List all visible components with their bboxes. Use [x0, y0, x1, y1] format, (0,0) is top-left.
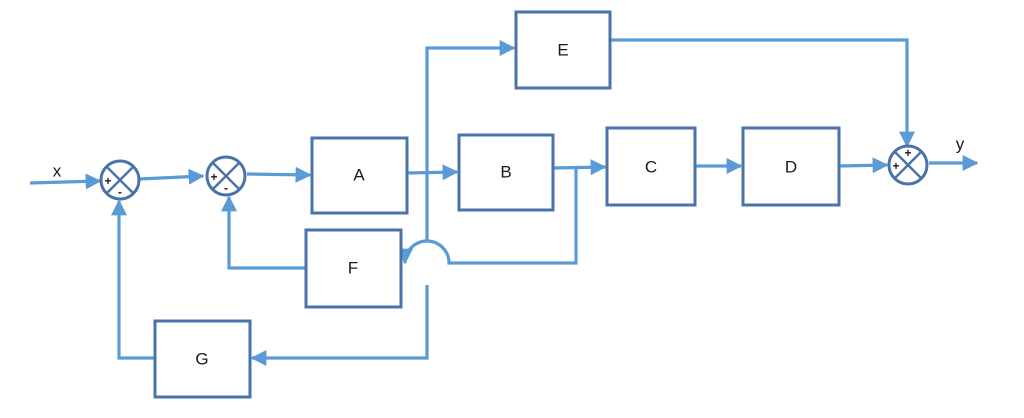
wire-input-to-s1 [29, 173, 102, 190]
block-f-label: F [348, 259, 358, 278]
input-label: x [53, 162, 62, 181]
wire-s1-to-s2 [139, 168, 205, 185]
block-f: F [304, 228, 403, 309]
summing-junction-1: + - [99, 159, 141, 201]
sj3-sign-top: + [904, 146, 911, 160]
wire-f-to-s2 [221, 195, 306, 270]
wire-b-to-c [552, 159, 607, 176]
summing-junction-3: + + [887, 144, 929, 186]
block-b-label: B [500, 163, 511, 182]
wire-s2-to-a [246, 166, 312, 183]
block-g-label: G [195, 350, 208, 369]
summing-junction-2: + - [205, 155, 247, 197]
block-b: B [457, 133, 555, 212]
wire-branch-to-f [397, 168, 578, 265]
wire-e-to-s3 [610, 38, 915, 148]
block-e: E [514, 10, 612, 90]
sj1-sign-left: + [104, 174, 111, 188]
block-g: G [153, 319, 252, 399]
block-d-label: D [785, 158, 797, 177]
block-c-label: C [645, 158, 657, 177]
wire-a-to-b [406, 164, 459, 181]
sj2-sign-bottom: - [224, 181, 228, 195]
wire-d-to-s3 [838, 157, 889, 174]
wire-g-to-s1 [111, 199, 155, 360]
block-c: C [605, 126, 697, 207]
sj1-sign-bottom: - [118, 185, 122, 199]
block-d: D [741, 126, 841, 207]
wire-branch-to-e [425, 40, 516, 173]
sj3-sign-left: + [892, 159, 899, 173]
output-label: y [956, 135, 965, 154]
block-a-label: A [353, 166, 365, 185]
block-e-label: E [557, 41, 568, 60]
wire-branch-to-g [252, 173, 429, 358]
sj2-sign-left: + [210, 170, 217, 184]
block-a: A [310, 136, 409, 215]
